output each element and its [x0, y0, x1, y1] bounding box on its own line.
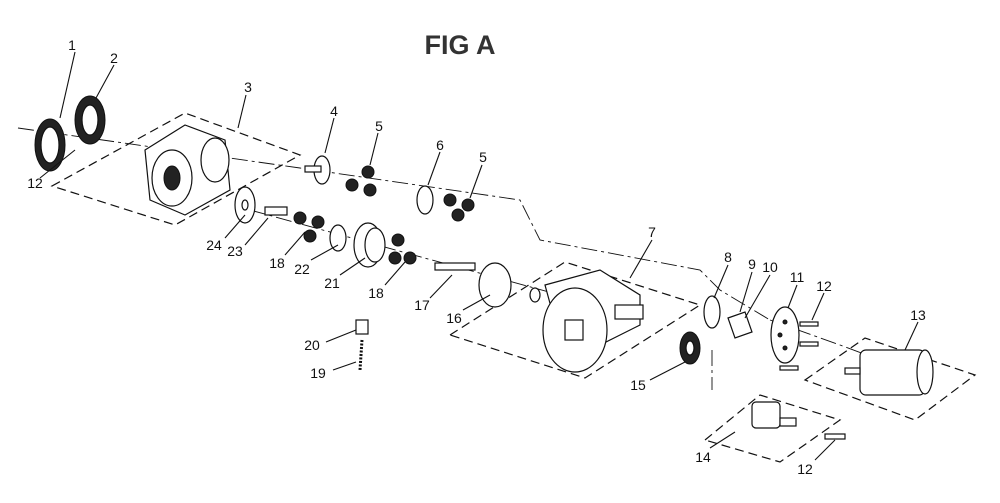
leader-lines	[39, 51, 919, 461]
callout-4: 4	[330, 103, 338, 119]
motor-13	[844, 349, 934, 396]
callout-17: 17	[414, 297, 430, 313]
callout-11: 11	[790, 269, 805, 285]
figure-title: FIG A	[424, 30, 496, 60]
spring-19	[358, 339, 364, 371]
screws-12-right	[779, 321, 819, 371]
callout-5-lower: 5	[479, 149, 487, 165]
carrier-22	[329, 224, 347, 252]
shaft-17	[434, 262, 476, 271]
callout-10: 10	[762, 259, 778, 275]
motor-housing	[542, 269, 644, 373]
callout-12-left: 12	[27, 175, 43, 191]
switch-14	[751, 401, 797, 429]
callout-18-left: 18	[269, 255, 285, 271]
callout-19: 19	[310, 365, 326, 381]
carrier-plate-6	[416, 185, 434, 215]
callout-9: 9	[748, 256, 756, 272]
brush-holder-20	[355, 319, 369, 335]
callout-6: 6	[436, 137, 444, 153]
callout-1: 1	[68, 37, 76, 53]
motor-housing-group-box	[448, 261, 702, 379]
callout-12-right: 12	[816, 278, 832, 294]
gear-2	[74, 95, 106, 145]
gearbox-housing	[144, 124, 231, 216]
callout-15: 15	[630, 377, 646, 393]
callout-12-bottom: 12	[797, 461, 813, 477]
endplate-11	[770, 306, 800, 364]
gear-15	[679, 331, 701, 365]
ring-gear-21	[353, 222, 386, 268]
callout-13: 13	[910, 307, 926, 323]
plate-9-10	[727, 311, 753, 339]
planet-gears-5-upper	[345, 165, 377, 197]
callout-21: 21	[324, 275, 340, 291]
callout-24: 24	[206, 237, 222, 253]
callout-14: 14	[695, 449, 711, 465]
callout-18-right: 18	[368, 285, 384, 301]
callout-3: 3	[244, 79, 252, 95]
callout-16: 16	[446, 310, 462, 326]
callout-20: 20	[304, 337, 320, 353]
callout-7: 7	[648, 224, 656, 240]
planet-gears-18-right	[388, 233, 417, 265]
washer-24-hole	[241, 199, 249, 211]
shaft-23	[264, 206, 288, 216]
callout-22: 22	[294, 261, 310, 277]
gear-1	[34, 118, 66, 172]
gearbox-housing-group-box	[50, 112, 302, 226]
callout-2: 2	[110, 50, 118, 66]
carrier-plate-4	[304, 155, 331, 185]
assembly-axis-upper	[17, 127, 771, 321]
callout-8: 8	[724, 249, 732, 265]
callout-23: 23	[227, 243, 243, 259]
bushing-7	[529, 287, 541, 303]
switch-group-box	[703, 394, 842, 463]
planet-gears-18-left	[293, 211, 325, 243]
callout-5-upper: 5	[375, 118, 383, 134]
washer-8	[703, 295, 721, 329]
screw-12-bottom	[824, 433, 846, 440]
callout-labels: 1 2 3 4 5 6 5 7 8 9 10 11 12 13 12 14 15…	[27, 37, 926, 477]
planet-gears-5-lower	[443, 193, 475, 222]
ring-gear-16	[478, 262, 512, 308]
motor-group-box	[803, 337, 977, 421]
